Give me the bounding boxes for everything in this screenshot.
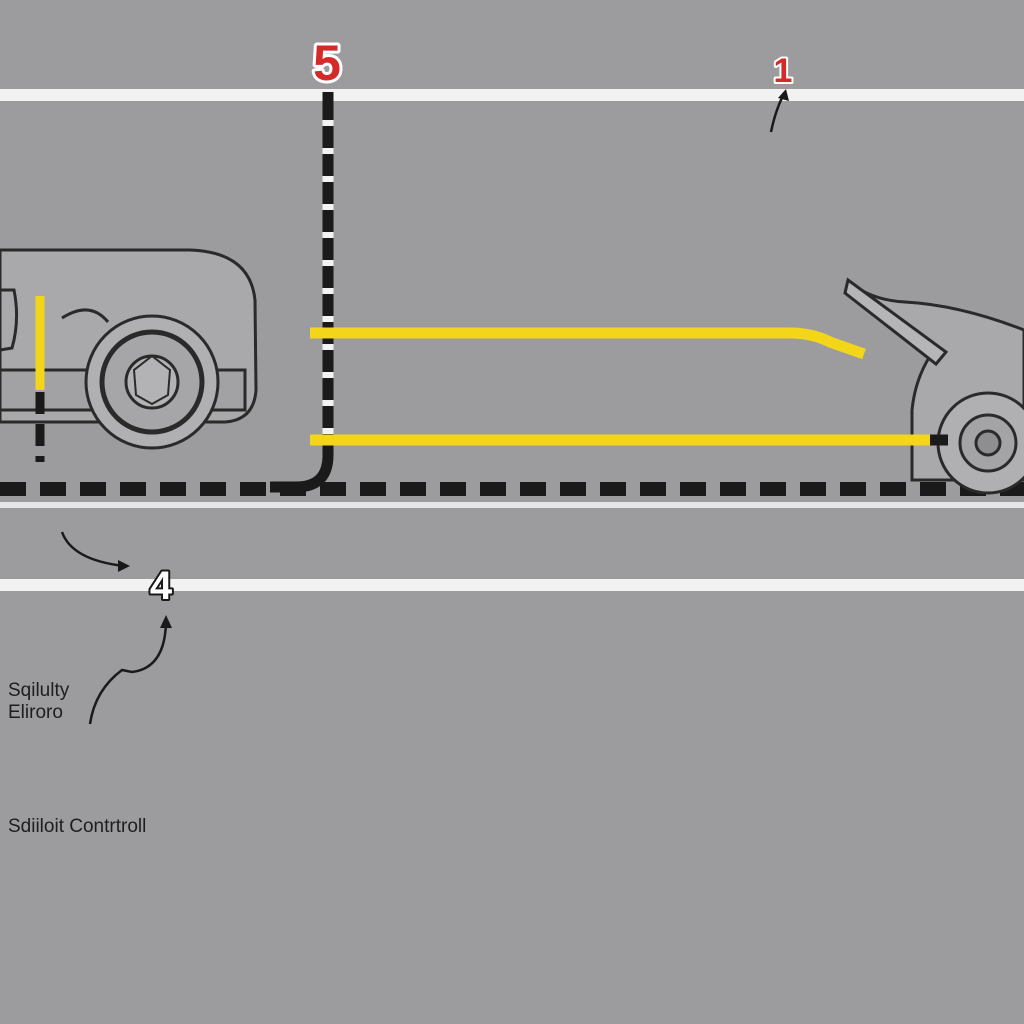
caption-top-line2: Eliroro — [8, 702, 63, 723]
arrow-head-icon — [118, 560, 130, 572]
front-car-icon — [843, 277, 1024, 495]
arrow-from-caption-icon — [88, 621, 168, 725]
caption-top-line1: Sqilulty — [8, 680, 70, 701]
marker-1-label: 1 — [774, 52, 793, 90]
lane-line-middle — [0, 502, 1024, 508]
arrow-head-icon — [160, 615, 172, 628]
caption-bottom: Sdiiloit Contrtroll — [8, 816, 146, 837]
upper-yellow-guide — [310, 327, 866, 360]
rear-car-icon — [0, 248, 258, 450]
lane-line-top — [0, 89, 1024, 101]
arrow-to-marker-4-icon — [60, 531, 125, 568]
lane-line-bottom — [0, 579, 1024, 591]
marker-4-label: 4 — [150, 564, 173, 608]
marker-5-label: 5 — [313, 35, 341, 91]
arrow-head-icon — [778, 89, 789, 101]
vertical-guide-line — [270, 92, 334, 493]
